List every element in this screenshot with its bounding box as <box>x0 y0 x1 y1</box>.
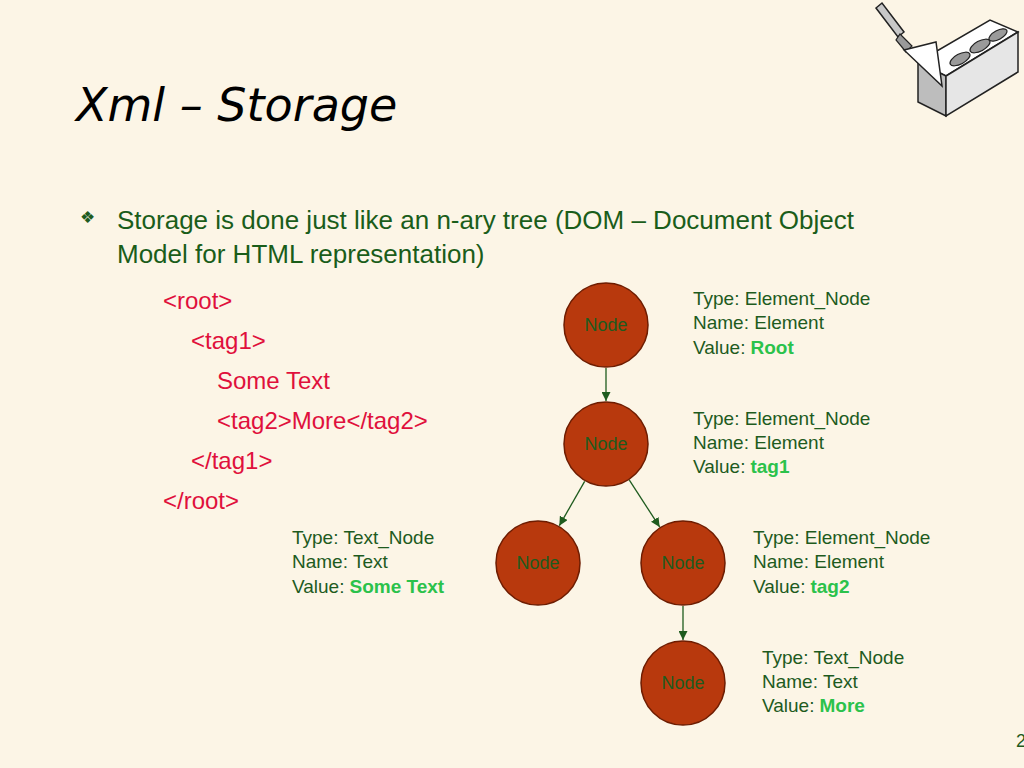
node-annotation-line: Name: Element <box>693 311 824 335</box>
trowel-illustration <box>876 3 942 86</box>
trowel-blade <box>904 42 942 86</box>
node-label: Node <box>563 401 649 487</box>
node-annotation: Value: <box>693 337 745 358</box>
node-annotation-line: Value:More <box>762 694 865 718</box>
node-annotation: Type: Text_Node <box>292 527 434 548</box>
tree-connector <box>682 606 683 640</box>
node-annotation-line: Type: Element_Node <box>753 526 930 550</box>
node-circle <box>564 402 648 486</box>
tree-connector <box>605 368 606 401</box>
node-circle <box>496 521 580 605</box>
node-annotation-line: Name: Text <box>762 670 858 694</box>
bullet-symbol: ❖ <box>80 208 95 227</box>
node-label: Node <box>563 282 649 368</box>
node-circle <box>641 641 725 725</box>
code-line: <root> <box>163 287 232 314</box>
node-annotation: Name: Text <box>292 551 388 572</box>
node-value: More <box>819 695 864 716</box>
node-value: Root <box>750 337 793 358</box>
node-value: Some Text <box>349 576 444 597</box>
tree-node: Node <box>640 520 726 606</box>
brick-illustration <box>918 20 1018 116</box>
node-annotation: Type: Element_Node <box>753 527 930 548</box>
code-line-line: </tag1> <box>191 447 272 475</box>
tree-node: Node <box>495 520 581 606</box>
node-annotation: Value: <box>693 456 745 477</box>
node-annotation-line: Name: Text <box>292 550 388 574</box>
node-annotation: Name: Text <box>762 671 858 692</box>
node-circle <box>641 521 725 605</box>
node-label: Node <box>640 520 726 606</box>
tree-node: Node <box>563 401 649 487</box>
brick-hole <box>968 36 992 55</box>
node-annotation: Type: Element_Node <box>693 408 870 429</box>
node-annotation: Value: <box>753 576 805 597</box>
node-value: tag2 <box>810 576 849 597</box>
slide-title: Xml – Storage <box>76 78 397 132</box>
trowel-handle <box>876 3 904 37</box>
node-annotation-line: Name: Element <box>693 431 824 455</box>
node-annotation: Type: Text_Node <box>762 647 904 668</box>
brick-end <box>918 62 946 116</box>
bullet-text: Storage is done just like an n-ary tree … <box>117 205 854 269</box>
node-annotation-line: Type: Text_Node <box>762 646 904 670</box>
code-line: <tag2>More</tag2> <box>217 407 428 434</box>
node-label: Node <box>495 520 581 606</box>
node-circle <box>564 283 648 367</box>
node-annotation-line: Value:Root <box>693 336 794 360</box>
brick-top <box>918 20 1018 76</box>
brick-hole <box>948 49 972 68</box>
bullet-symbol-line: ❖ <box>80 207 95 229</box>
node-annotation: Name: Element <box>693 432 824 453</box>
node-annotation-line: Value:tag1 <box>693 455 790 479</box>
brick-hole <box>987 26 1009 43</box>
code-line-line: <tag1> <box>191 327 266 355</box>
brick-side <box>946 32 1018 116</box>
code-line-line: </root> <box>163 487 239 515</box>
node-annotation-line: Value:Some Text <box>292 575 444 599</box>
node-annotation-line: Name: Element <box>753 550 884 574</box>
code-line-line: Some Text <box>217 367 330 395</box>
code-line-line: <root> <box>163 287 232 315</box>
code-line: </root> <box>163 487 239 514</box>
bullet-text-line: Storage is done just like an n-ary tree … <box>117 203 907 271</box>
node-annotation-line: Value:tag2 <box>753 575 850 599</box>
node-annotation: Value: <box>292 576 344 597</box>
node-annotation-line: Type: Element_Node <box>693 407 870 431</box>
code-line: <tag1> <box>191 327 266 354</box>
code-line-line: <tag2>More</tag2> <box>217 407 428 435</box>
trowel-neck <box>896 34 912 52</box>
node-annotation: Type: Element_Node <box>693 288 870 309</box>
tree-connector <box>559 481 584 525</box>
node-label: Node <box>640 640 726 726</box>
tree-node: Node <box>563 282 649 368</box>
code-line: Some Text <box>217 367 330 394</box>
page-number-line: 2 <box>1016 730 1024 752</box>
tree-node: Node <box>640 640 726 726</box>
tree-connector <box>629 480 659 527</box>
code-line: </tag1> <box>191 447 272 474</box>
node-annotation: Name: Element <box>693 312 824 333</box>
node-annotation: Name: Element <box>753 551 884 572</box>
node-annotation-line: Type: Text_Node <box>292 526 434 550</box>
node-annotation-line: Type: Element_Node <box>693 287 870 311</box>
node-annotation: Value: <box>762 695 814 716</box>
page-number: 2 <box>1016 731 1024 751</box>
node-value: tag1 <box>750 456 789 477</box>
